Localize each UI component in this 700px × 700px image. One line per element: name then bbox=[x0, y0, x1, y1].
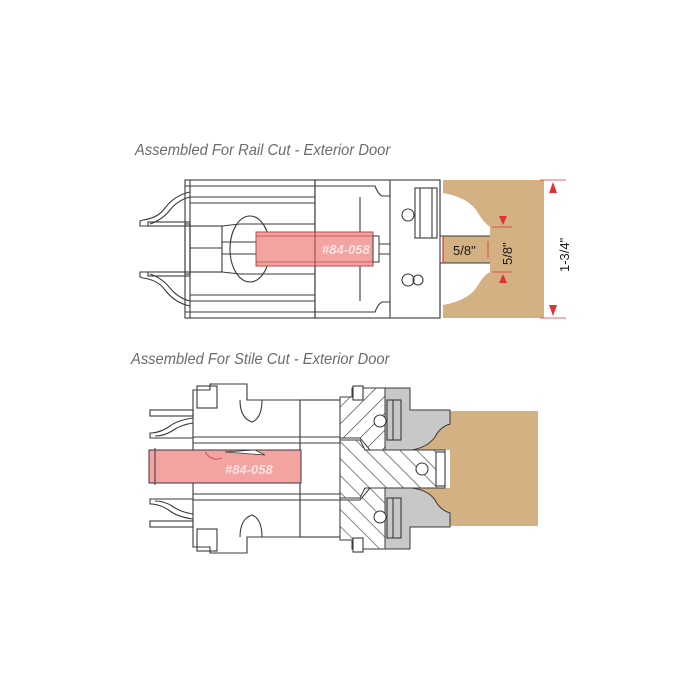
spacer-part-label-stile: #84-058 bbox=[225, 462, 273, 477]
stile-cut-diagram bbox=[148, 383, 538, 554]
wood-stock-stile bbox=[412, 411, 538, 526]
tongue-length-label: 5/8" bbox=[453, 243, 476, 258]
dimension-markers-rail bbox=[487, 179, 566, 319]
rail-cut-title: Assembled For Rail Cut - Exterior Door bbox=[135, 142, 391, 159]
spacer-84-058-rail bbox=[255, 231, 380, 267]
spacer-84-058-stile bbox=[148, 448, 302, 485]
wood-stock-rail bbox=[443, 180, 544, 318]
tongue-width-label: 5/8" bbox=[500, 242, 515, 265]
spacer-part-label-rail: #84-058 bbox=[322, 242, 370, 257]
stock-thickness-label: 1-3/4" bbox=[557, 237, 572, 272]
stile-cut-title: Assembled For Stile Cut - Exterior Door bbox=[131, 351, 390, 368]
rail-cut-diagram bbox=[139, 179, 566, 319]
